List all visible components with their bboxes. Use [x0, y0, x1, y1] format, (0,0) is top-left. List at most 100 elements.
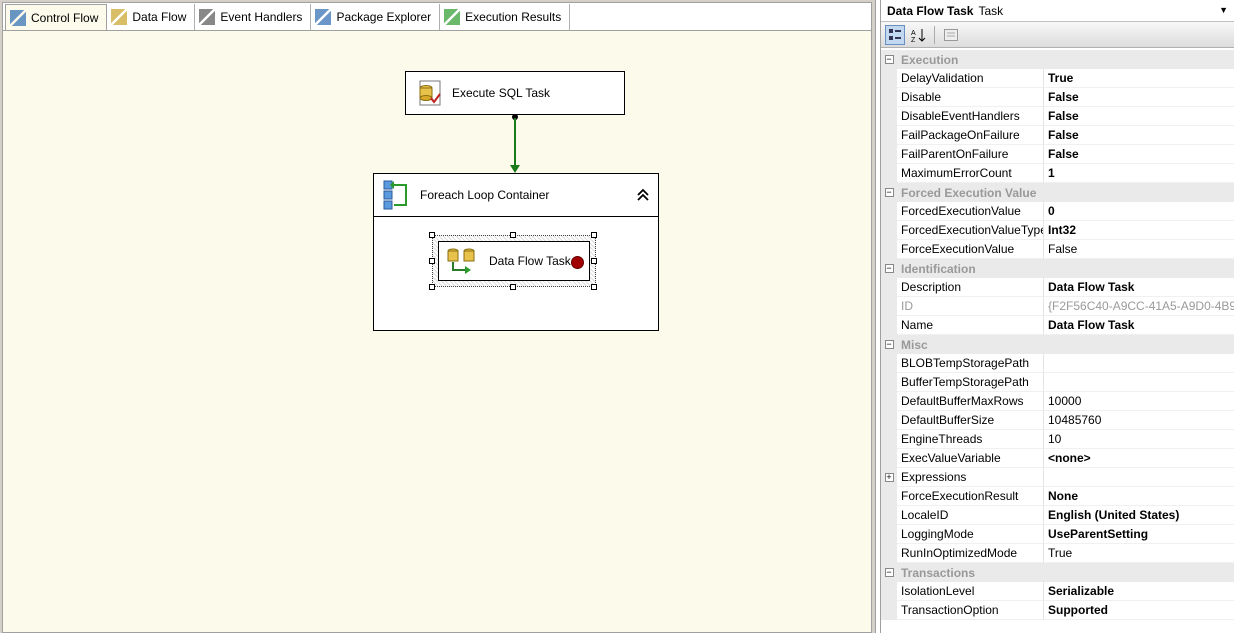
gutter [881, 278, 897, 297]
property-value[interactable]: Serializable [1044, 582, 1234, 601]
tab-data-flow[interactable]: Data Flow [107, 4, 196, 30]
property-row[interactable]: BLOBTempStoragePath [881, 354, 1234, 373]
data-flow-task[interactable]: Data Flow Task [438, 241, 590, 281]
gutter [881, 297, 897, 316]
property-name: Expressions [897, 468, 1044, 487]
gutter [881, 544, 897, 563]
property-row[interactable]: ID{F2F56C40-A9CC-41A5-A9D0-4B909 [881, 297, 1234, 316]
property-value[interactable]: 10 [1044, 430, 1234, 449]
property-value[interactable]: True [1044, 69, 1234, 88]
property-value[interactable]: 10485760 [1044, 411, 1234, 430]
property-value[interactable]: False [1044, 88, 1234, 107]
gutter [881, 487, 897, 506]
property-value[interactable]: 10000 [1044, 392, 1234, 411]
resize-handle[interactable] [591, 284, 597, 290]
property-value[interactable]: English (United States) [1044, 506, 1234, 525]
dropdown-arrow-icon[interactable]: ▼ [1219, 5, 1228, 15]
gutter [881, 240, 897, 259]
property-row[interactable]: ExecValueVariable<none> [881, 449, 1234, 468]
collapse-icon[interactable]: − [884, 339, 894, 349]
collapse-icon[interactable]: − [884, 567, 894, 577]
object-selector[interactable]: Data Flow Task Task ▼ [881, 0, 1234, 22]
collapse-icon[interactable]: − [884, 263, 894, 273]
resize-handle[interactable] [510, 232, 516, 238]
property-value[interactable]: None [1044, 487, 1234, 506]
property-name: LocaleID [897, 506, 1044, 525]
collapse-chevron-icon[interactable] [636, 188, 650, 202]
control-flow-surface[interactable] [2, 30, 872, 633]
alphabetical-view-button[interactable]: A Z [908, 25, 928, 45]
resize-handle[interactable] [510, 284, 516, 290]
resize-handle[interactable] [429, 258, 435, 264]
resize-handle[interactable] [591, 232, 597, 238]
property-name: ForceExecutionValue [897, 240, 1044, 259]
property-name: ForceExecutionResult [897, 487, 1044, 506]
tab-execution-results[interactable]: Execution Results [440, 4, 571, 30]
property-name: DisableEventHandlers [897, 107, 1044, 126]
property-value[interactable]: Supported [1044, 601, 1234, 620]
property-value[interactable]: False [1044, 126, 1234, 145]
property-value[interactable]: 1 [1044, 164, 1234, 183]
resize-handle[interactable] [429, 284, 435, 290]
property-row[interactable]: BufferTempStoragePath [881, 373, 1234, 392]
property-pages-button[interactable] [941, 25, 961, 45]
category-identification[interactable]: −Identification [881, 259, 1234, 278]
collapse-icon[interactable]: − [884, 54, 894, 64]
collapse-icon[interactable]: − [884, 187, 894, 197]
property-value[interactable]: Int32 [1044, 221, 1234, 240]
category-forced-execution-value[interactable]: −Forced Execution Value [881, 183, 1234, 202]
property-value[interactable]: 0 [1044, 202, 1234, 221]
tab-package-explorer[interactable]: Package Explorer [311, 4, 441, 30]
category-transactions[interactable]: −Transactions [881, 563, 1234, 582]
tab-control-flow[interactable]: Control Flow [5, 4, 108, 31]
property-name: LoggingMode [897, 525, 1044, 544]
expand-icon[interactable]: + [884, 472, 894, 482]
property-value[interactable]: False [1044, 240, 1234, 259]
execute-sql-task[interactable]: Execute SQL Task [405, 71, 625, 115]
property-value[interactable]: False [1044, 145, 1234, 164]
property-value[interactable]: False [1044, 107, 1234, 126]
property-value[interactable]: Data Flow Task [1044, 316, 1234, 335]
resize-handle[interactable] [591, 258, 597, 264]
property-value[interactable]: UseParentSetting [1044, 525, 1234, 544]
property-value[interactable]: Data Flow Task [1044, 278, 1234, 297]
gutter [881, 506, 897, 525]
resize-handle[interactable] [429, 232, 435, 238]
gutter [881, 69, 897, 88]
categorized-view-button[interactable] [885, 24, 905, 45]
property-value[interactable] [1044, 354, 1234, 373]
category-misc[interactable]: −Misc [881, 335, 1234, 354]
tab-event-handlers[interactable]: Event Handlers [195, 4, 312, 30]
property-value[interactable]: True [1044, 544, 1234, 563]
property-value[interactable]: <none> [1044, 449, 1234, 468]
property-value: {F2F56C40-A9CC-41A5-A9D0-4B909 [1044, 297, 1234, 316]
property-row[interactable]: +Expressions [881, 468, 1234, 487]
property-value[interactable] [1044, 373, 1234, 392]
category-execution[interactable]: −Execution [881, 50, 1234, 69]
breakpoint-icon[interactable] [571, 256, 584, 269]
property-name: Disable [897, 88, 1044, 107]
property-name: ID [897, 297, 1044, 316]
gutter [881, 316, 897, 335]
property-value[interactable] [1044, 468, 1234, 487]
